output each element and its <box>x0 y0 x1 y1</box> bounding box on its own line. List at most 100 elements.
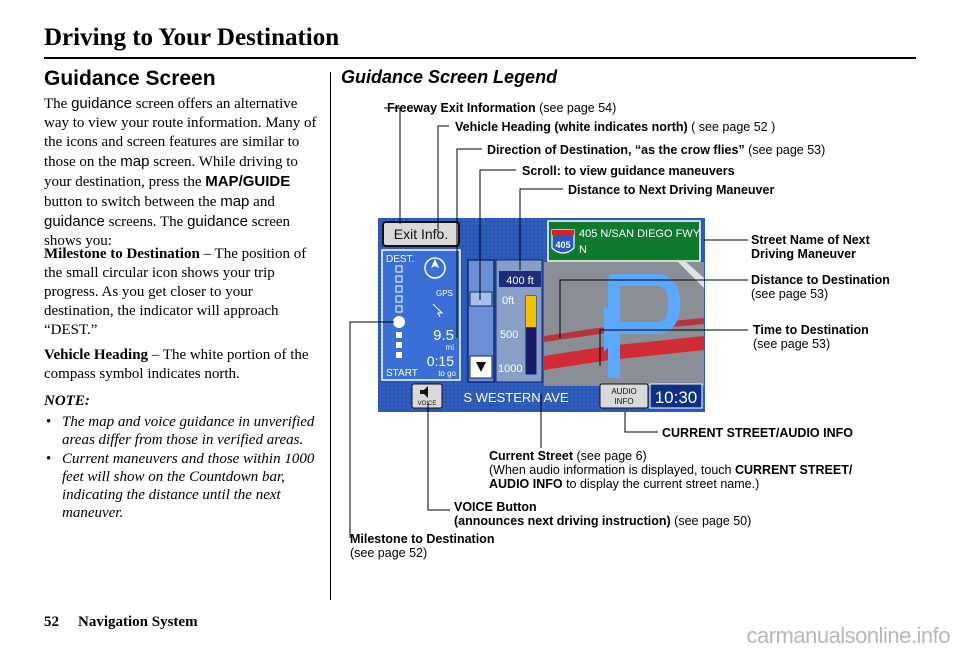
intro-text: screens. The <box>104 214 188 230</box>
clock-box <box>649 383 703 409</box>
legend-title: Guidance Screen Legend <box>341 67 558 87</box>
scroll-thumb[interactable] <box>469 291 493 307</box>
freeway-sign: 405 405 N/SAN DIEGO FWY N <box>547 220 701 262</box>
exit-info-button[interactable]: Exit Info. <box>382 221 460 247</box>
vehicle-heading-term: Vehicle Heading <box>44 347 149 363</box>
title-rule <box>44 57 916 59</box>
legend-freeway-exit: Freeway Exit Information (see page 54) <box>387 101 616 115</box>
callout-freeway-exit <box>384 107 401 224</box>
legend-label: (announces next driving instruction) <box>454 514 671 528</box>
distance-value: 9.5 <box>433 327 454 344</box>
page-number: 52 <box>44 614 59 630</box>
term-map-guide-button: MAP/GUIDE <box>205 173 291 190</box>
legend-current-street: Current Street (see page 6) (When audio … <box>489 449 852 491</box>
column-divider <box>330 72 331 600</box>
legend-label: Driving Maneuver <box>751 247 856 261</box>
legend-ref: ( see page 52 ) <box>687 120 776 134</box>
intro-text: and <box>249 194 275 210</box>
legend-label: Vehicle Heading (white indicates north) <box>455 120 688 134</box>
legend-voice-button: VOICE Button (announces next driving ins… <box>454 500 751 528</box>
legend-direction: Direction of Destination, “as the crow f… <box>487 143 825 157</box>
voice-button-label: VOICE <box>418 401 437 407</box>
legend-ref: (see page 6) <box>573 449 647 463</box>
term-guidance: guidance <box>44 213 105 230</box>
legend-distance-next: Distance to Next Driving Maneuver <box>568 183 775 197</box>
milestone-bar <box>393 265 405 358</box>
legend-ref: (see page 50) <box>670 514 752 528</box>
legend-milestone: Milestone to Destination (see page 52) <box>350 532 494 560</box>
current-street-name[interactable]: S WESTERN AVE <box>463 390 569 405</box>
vehicle-heading-text: – The white portion of the compass symbo… <box>44 347 309 382</box>
countdown-fill <box>526 296 536 328</box>
guidance-screen: Exit Info. 405 405 N/SAN DIEGO FWY N DES… <box>378 218 705 412</box>
voice-button[interactable]: VOICE <box>411 383 443 409</box>
milestone-paragraph: Milestone to Destination – The position … <box>44 245 324 340</box>
shield-band <box>552 230 574 235</box>
legend-text: (When audio information is displayed, to… <box>489 463 735 477</box>
intro-text: The <box>44 96 72 112</box>
note-item: • Current maneuvers and those within 1000… <box>44 450 324 522</box>
legend-ref: (see page 53) <box>751 287 829 301</box>
callout-audio-info <box>624 412 658 433</box>
watermark: carmanualsonline.info <box>746 623 950 648</box>
term-guidance: guidance <box>187 213 248 230</box>
distance-unit: mi <box>446 343 455 352</box>
section-heading: Guidance Screen <box>44 67 216 90</box>
time-unit: to go <box>438 369 456 378</box>
audio-info-label: AUDIO <box>611 387 636 396</box>
note-item: •The map and voice guidance in unverifie… <box>44 413 324 449</box>
term-map: map <box>120 153 150 170</box>
dest-label: DEST. <box>386 254 414 265</box>
note-text: Current maneuvers and those within 1000 … <box>62 451 315 521</box>
legend-distance-destination: Distance to Destination(see page 53) <box>751 273 890 301</box>
legend-ref: (see page 53) <box>744 143 826 157</box>
speaker-icon <box>420 386 428 398</box>
legend-label: Distance to Destination <box>751 273 890 287</box>
scroll-down-icon <box>476 362 486 372</box>
legend-label: AUDIO INFO <box>489 477 563 491</box>
vehicle-heading-paragraph: Vehicle Heading – The white portion of t… <box>44 346 324 384</box>
direction-arrow-icon <box>432 303 444 318</box>
freeway-direction: N <box>579 244 587 256</box>
milestone-text: – The position of the small circular ico… <box>44 246 307 338</box>
freeway-name: 405 N/SAN DIEGO FWY <box>579 228 701 240</box>
exit-info-label: Exit Info. <box>394 226 448 242</box>
callout-vehicle-heading <box>437 125 449 232</box>
legend-label: Freeway Exit Information <box>387 101 536 115</box>
legend-ref: (see page 52) <box>350 546 428 560</box>
note-text: The map and voice guidance in unverified… <box>62 414 315 448</box>
legend-vehicle-heading: Vehicle Heading (white indicates north) … <box>455 120 775 134</box>
countdown-panel: 400 ft 0ft 500 1000 <box>495 259 543 383</box>
start-label: START <box>386 368 418 379</box>
legend-label: Time to Destination <box>753 323 869 337</box>
legend-label: CURRENT STREET/ <box>734 463 853 477</box>
callout-voice <box>427 404 450 511</box>
legend-scroll: Scroll: to view guidance maneuvers <box>522 164 735 178</box>
time-value: 0:15 <box>427 353 454 369</box>
countdown-top-label: 0ft <box>502 295 514 307</box>
page-title: Driving to Your Destination <box>44 24 340 51</box>
legend-text: to display the current street name.) <box>562 477 760 491</box>
intro-text: button to switch between the <box>44 194 221 210</box>
clock: 10:30 <box>655 388 698 407</box>
intro-text: screen offers an alternative way to view… <box>44 96 317 170</box>
freeway-shield-number: 405 <box>555 240 570 250</box>
guidance-screen-graphic: Exit Info. 405 405 N/SAN DIEGO FWY N DES… <box>378 218 705 412</box>
countdown-mid-label: 500 <box>500 329 518 341</box>
bullet: • <box>46 451 52 467</box>
legend-time-destination: Time to Destination(see page 53) <box>753 323 869 351</box>
intro-paragraph: The guidance screen offers an alternativ… <box>44 94 324 251</box>
intro-text: screen. While driving to your destinatio… <box>44 154 298 190</box>
term-map: map <box>220 193 250 210</box>
milestone-term: Milestone to Destination <box>44 246 200 262</box>
next-distance: 400 ft <box>506 275 534 287</box>
legend-ref: (see page 54) <box>535 101 617 115</box>
audio-info-button[interactable]: AUDIO INFO <box>599 383 649 409</box>
legend-label: Direction of Destination, “as the crow f… <box>487 143 745 157</box>
countdown-bottom-label: 1000 <box>498 363 522 375</box>
note-list: • The map and voice guidance in unverifie… <box>44 413 324 523</box>
milestone-icon <box>393 316 405 328</box>
legend-label: Milestone to Destination <box>350 532 495 546</box>
scroll-bar[interactable] <box>467 259 495 383</box>
